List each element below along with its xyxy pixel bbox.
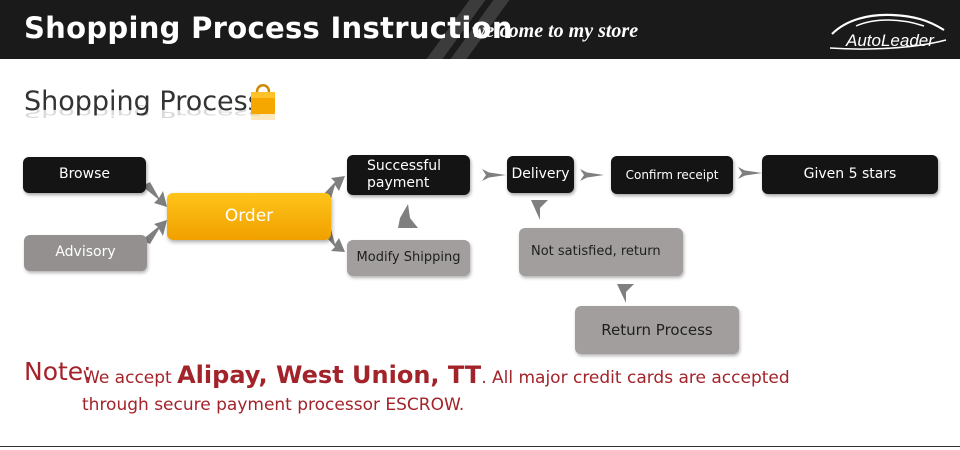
arrow-delivery-to-return <box>531 200 548 220</box>
given-stars-step: Given 5 stars <box>762 155 938 194</box>
note-suffix: . All major credit cards are accepted <box>481 368 790 388</box>
successful-payment-step: Successful payment <box>347 155 470 195</box>
arrow-advisory-to-order <box>142 220 167 244</box>
advisory-step: Advisory <box>24 235 147 271</box>
store-slogan: welcome to my store <box>472 20 639 42</box>
note-line-1: We accept Alipay, West Union, TT. All ma… <box>83 361 790 389</box>
successful-payment-label: Successful payment <box>367 157 442 192</box>
arrow-confirm-to-stars <box>738 167 762 179</box>
brand-logo-text: AutoLeader <box>846 31 934 50</box>
page-title: Shopping Process Instruction <box>24 11 513 45</box>
advisory-step-label: Advisory <box>55 244 116 261</box>
car-logo-icon <box>829 13 947 50</box>
return-process-step: Return Process <box>575 306 739 354</box>
arrow-notsatisfied-to-returnprocess <box>617 284 634 303</box>
note-label: Note: <box>24 357 92 386</box>
delivery-step: Delivery <box>507 156 574 193</box>
arrow-payment-to-delivery <box>482 169 506 181</box>
payment-methods: Alipay, West Union, TT <box>177 361 482 389</box>
bottom-divider <box>0 446 960 447</box>
header-banner: Shopping Process Instruction welcome to … <box>0 0 960 59</box>
browse-step-label: Browse <box>59 166 110 183</box>
order-step: Order <box>167 193 331 240</box>
arrow-delivery-to-confirm <box>580 169 604 181</box>
note-prefix: We accept <box>83 368 178 388</box>
delivery-step-label: Delivery <box>511 165 570 182</box>
confirm-receipt-step: Confirm receipt <box>611 156 733 194</box>
confirm-receipt-label: Confirm receipt <box>625 167 719 182</box>
modify-shipping-step: Modify Shipping <box>347 240 470 276</box>
modify-shipping-label: Modify Shipping <box>356 249 461 265</box>
brand-logo: AutoLeader <box>828 10 948 52</box>
return-process-label: Return Process <box>601 320 713 339</box>
shopping-bag-icon <box>251 84 275 120</box>
given-stars-label: Given 5 stars <box>803 165 897 182</box>
arrow-browse-to-order <box>142 182 167 207</box>
arrow-modify-to-payment <box>398 204 418 228</box>
not-satisfied-step: Not satisfied, return <box>519 228 683 276</box>
browse-step: Browse <box>23 157 146 193</box>
order-step-label: Order <box>224 205 274 226</box>
note-line-2: through secure payment processor ESCROW. <box>82 395 465 415</box>
not-satisfied-label: Not satisfied, return <box>531 243 661 259</box>
section-title: Shopping Process <box>24 86 262 117</box>
